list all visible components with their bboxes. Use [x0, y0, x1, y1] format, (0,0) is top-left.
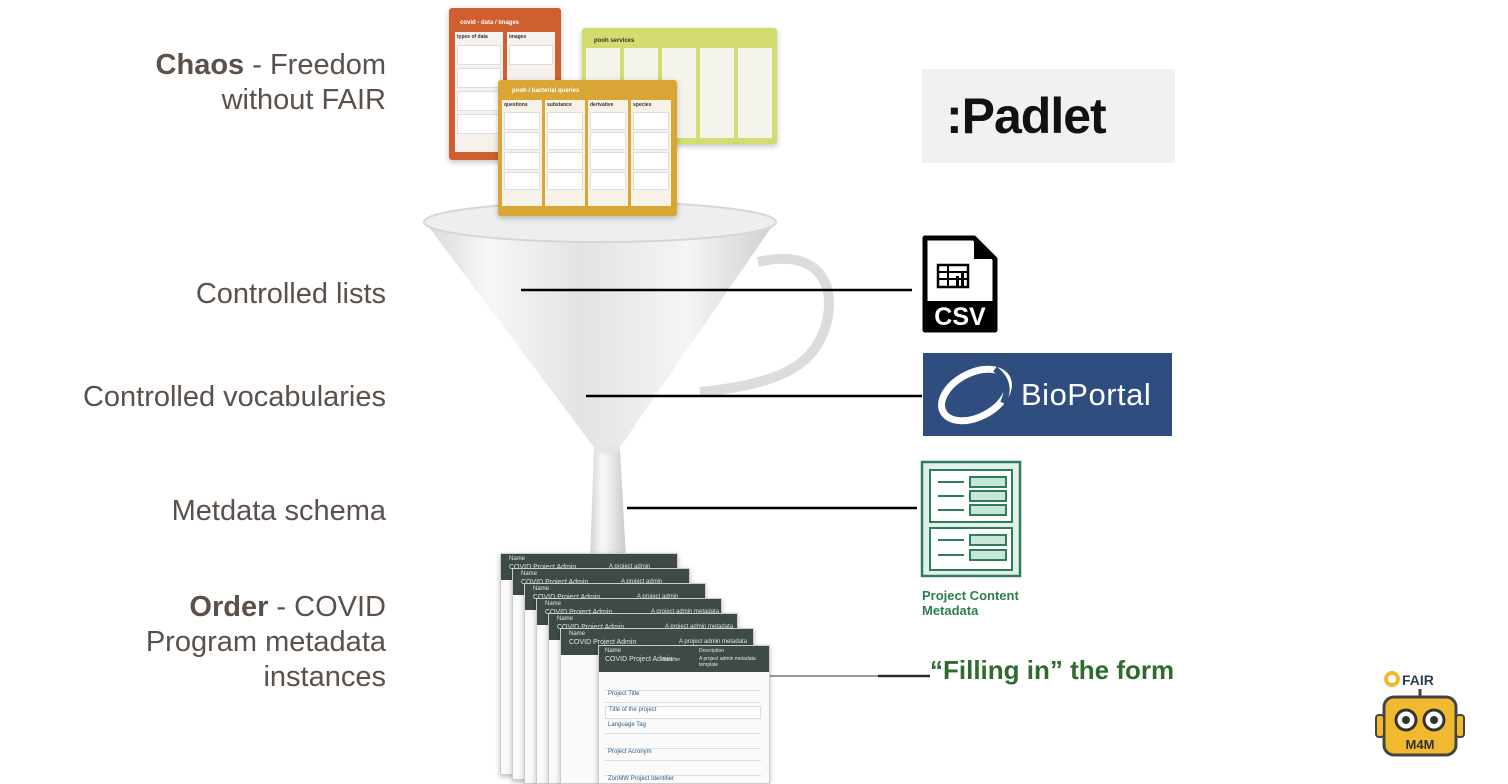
form-name-value: COVID Project Admin: [605, 656, 673, 663]
gold-col-4: species: [633, 102, 652, 108]
form-name-label: Name: [545, 601, 562, 607]
order-bold: Order: [189, 591, 269, 623]
form-name-label: Name: [557, 616, 574, 622]
form-name-value: COVID Project Admin: [545, 609, 612, 616]
bioportal-logo-text: BioPortal: [1021, 377, 1152, 412]
form-desc-label: Description: [699, 648, 725, 654]
form-name-label: Name: [533, 586, 550, 592]
metadata-schema-icon: [920, 460, 1022, 578]
csv-label: CSV: [934, 303, 986, 331]
project-content-metadata-label: Project Content Metadata: [922, 588, 1019, 618]
form-name-label: Name: [605, 648, 622, 654]
form-row-project-acronym: Project Acronym: [605, 749, 761, 761]
green-board-title: pooh services: [594, 38, 635, 44]
form-name-label: Name: [509, 556, 526, 562]
form-name-value: COVID Project Admin: [557, 624, 624, 631]
pcm-line1: Project Content: [922, 588, 1019, 603]
csv-file-icon: CSV: [922, 235, 998, 333]
gold-col-2: substance: [547, 102, 572, 108]
padlet-logo: :Padlet: [922, 69, 1175, 163]
funnel-handle: [699, 253, 835, 397]
chaos-label: Chaos - Freedom without FAIR: [156, 48, 386, 118]
bioportal-ring-icon: [938, 365, 1012, 425]
form-name-value: COVID Project Admin: [569, 639, 637, 646]
gofair-m4m-logo: FAIR M4M: [1370, 665, 1470, 777]
form-row-language-tag: Language Tag: [605, 722, 761, 734]
form-sheet-front: Name COVID Project Admin Identifier Desc…: [598, 645, 770, 784]
metadata-schema-label: Metdata schema: [171, 495, 386, 527]
order-rest: - COVID: [268, 591, 386, 623]
order-line2: Program metadata: [145, 626, 386, 658]
funnel-stem: [590, 446, 626, 560]
order-line3: instances: [263, 661, 386, 693]
form-name-value: COVID Project Admin: [509, 564, 576, 571]
form-row-project-title: Project Title: [605, 691, 761, 703]
filling-in-label: “Filling in” the form: [930, 655, 1175, 685]
m4m-text: M4M: [1406, 737, 1435, 752]
form-name-label: Name: [521, 571, 538, 577]
controlled-lists-label: Controlled lists: [195, 278, 386, 310]
padlet-logo-text: :Padlet: [946, 88, 1107, 144]
gold-col-3: derivative: [590, 102, 614, 108]
gold-col-1: questions: [504, 102, 528, 108]
bioportal-logo: BioPortal: [923, 353, 1172, 436]
form-desc-value: A project admin metadata template: [699, 656, 756, 668]
form-name-label: Name: [569, 631, 586, 637]
chaos-bold: Chaos: [155, 49, 245, 81]
padlet-board-gold: pooh / bacterial queries questions subst…: [498, 80, 677, 216]
controlled-vocabularies-label: Controlled vocabularies: [82, 381, 386, 413]
form-row-title-of-project[interactable]: Title of the project: [605, 706, 761, 719]
chaos-rest: - Freedom: [244, 49, 386, 81]
form-name-value: COVID Project Admin: [521, 579, 588, 586]
gofair-text: FAIR: [1402, 672, 1434, 688]
pcm-line2: Metadata: [922, 603, 979, 618]
gold-board-title: pooh / bacterial queries: [512, 88, 580, 94]
form-row-zonmw-id: ZonMW Project Identifier: [605, 776, 761, 783]
funnel-cone: [425, 209, 775, 450]
orange-board-title: covid - data / images: [460, 20, 520, 26]
order-label: Order - COVID Program metadata instances: [146, 590, 386, 695]
orange-col-2: images: [509, 34, 527, 40]
form-name-value: COVID Project Admin: [533, 594, 600, 601]
robot-icon: FAIR M4M: [1375, 671, 1465, 757]
orange-col-1: types of data: [457, 34, 488, 40]
form-identifier-label: Identifier: [661, 657, 681, 663]
chaos-line2: without FAIR: [221, 84, 386, 116]
